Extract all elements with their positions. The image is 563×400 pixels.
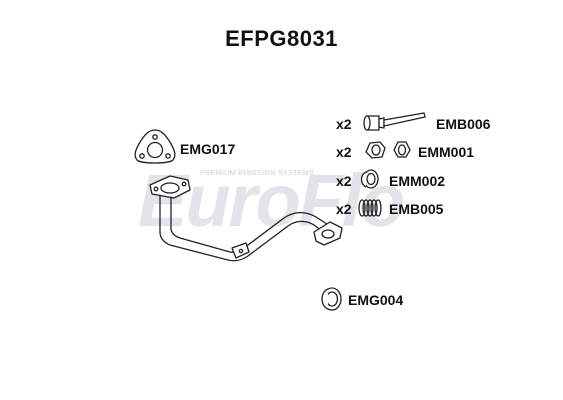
qty-emm001: x2 <box>336 144 352 160</box>
qty-emm002: x2 <box>336 173 352 189</box>
spring-icon <box>358 199 382 217</box>
part-label-emb006: EMB006 <box>436 116 491 132</box>
part-label-emg017: EMG017 <box>180 141 236 157</box>
part-label-emm002: EMM002 <box>389 173 446 189</box>
bolt-icon <box>363 112 426 131</box>
qty-emb006: x2 <box>336 116 352 132</box>
part-label-emb005: EMB005 <box>389 201 444 217</box>
exhaust-front-pipe-icon <box>149 175 343 262</box>
qty-emb005: x2 <box>336 201 352 217</box>
part-label-emm001: EMM001 <box>418 144 475 160</box>
gasket-round-icon <box>321 287 342 311</box>
watermark-tagline: PREMIUM EMISSION SYSTEMS <box>200 170 315 177</box>
locking-ring-icon <box>360 169 379 189</box>
washer-icon <box>393 141 411 158</box>
nut-icon <box>365 141 386 159</box>
page-title: EFPG8031 <box>225 26 338 51</box>
gasket-triangle-icon <box>134 129 176 164</box>
part-label-emg004: EMG004 <box>348 292 404 308</box>
